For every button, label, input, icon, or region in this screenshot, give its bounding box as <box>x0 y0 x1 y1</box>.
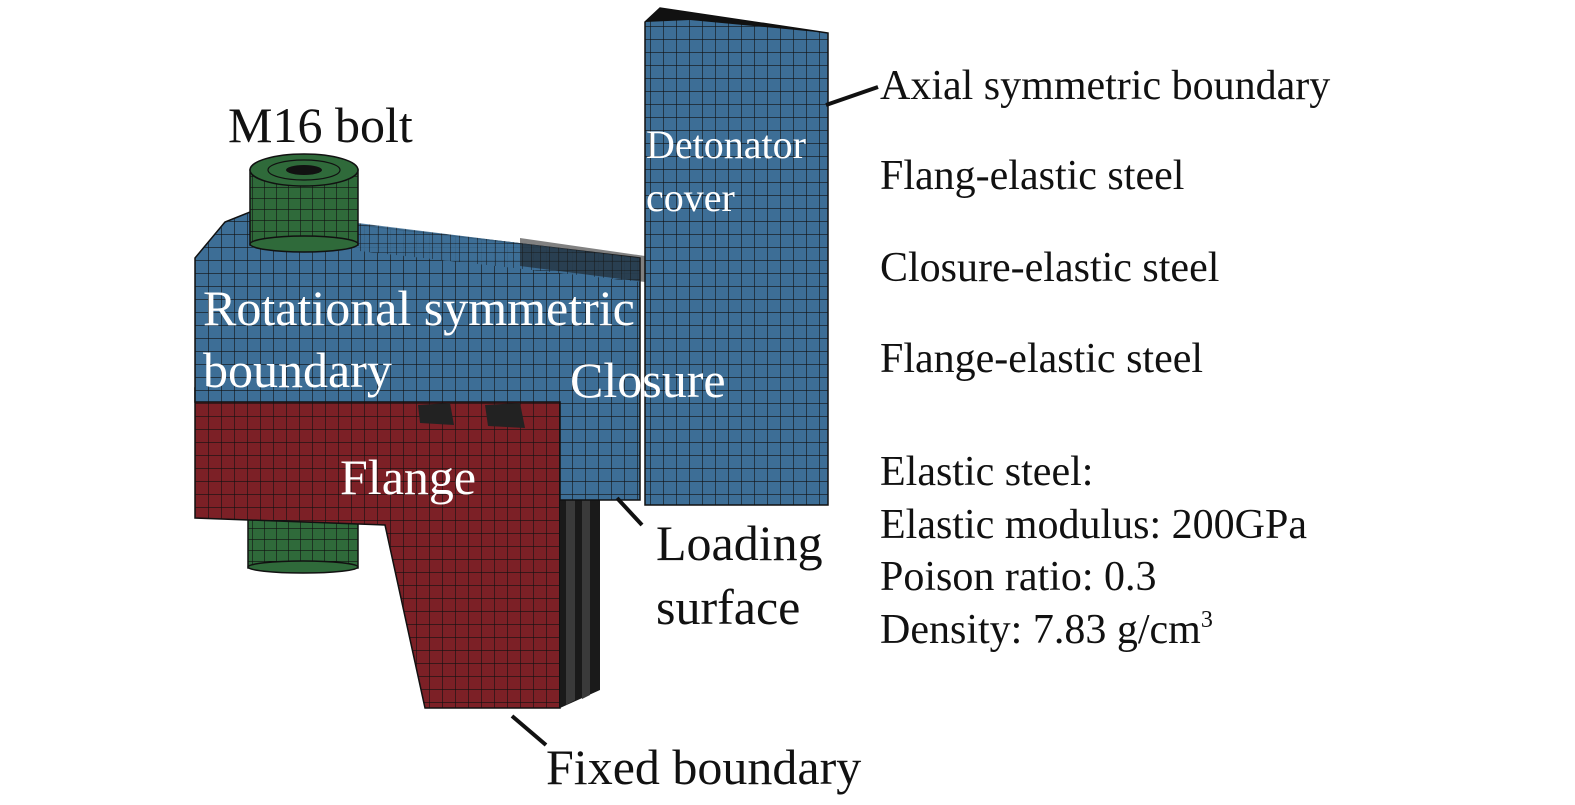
rotational-boundary-label-line2: boundary <box>203 342 392 398</box>
detonator-cover-mesh <box>644 7 829 506</box>
material-label-2: Closure-elastic steel <box>880 245 1220 291</box>
bolt-upper-part <box>249 153 359 253</box>
poisson-ratio-text: Poison ratio: 0.3 <box>880 554 1157 600</box>
axial-boundary-leader <box>825 85 879 107</box>
material-properties: Elastic steel: Elastic modulus: 200GPa P… <box>880 446 1307 656</box>
properties-heading: Elastic steel: <box>880 449 1094 495</box>
density-exponent: 3 <box>1200 606 1213 633</box>
fixed-boundary-leader <box>510 714 548 747</box>
detonator-cover-label-line1: Detonator <box>646 122 806 167</box>
loading-surface-label-line2: surface <box>656 579 801 635</box>
axial-boundary-label: Axial symmetric boundary <box>880 63 1331 109</box>
bolt-label: M16 bolt <box>228 97 413 153</box>
flange-label: Flange <box>340 449 477 505</box>
density-text: Density: 7.83 g/cm <box>880 606 1201 653</box>
flange-side-face <box>560 490 600 708</box>
density-row: Density: 7.83 g/cm3 <box>880 604 1307 657</box>
material-label-3: Flange-elastic steel <box>880 336 1204 382</box>
material-label-1: Flang-elastic steel <box>880 153 1185 199</box>
rotational-boundary-label-line1: Rotational symmetric <box>203 280 635 336</box>
elastic-modulus-text: Elastic modulus: 200GPa <box>880 501 1307 548</box>
loading-surface-leader <box>615 496 644 527</box>
detonator-cover-label-line2: cover <box>646 175 735 220</box>
closure-mesh <box>194 211 645 501</box>
closure-label: Closure <box>570 352 726 408</box>
fixed-boundary-label: Fixed boundary <box>546 739 862 795</box>
loading-surface-label-line1: Loading <box>656 515 823 571</box>
